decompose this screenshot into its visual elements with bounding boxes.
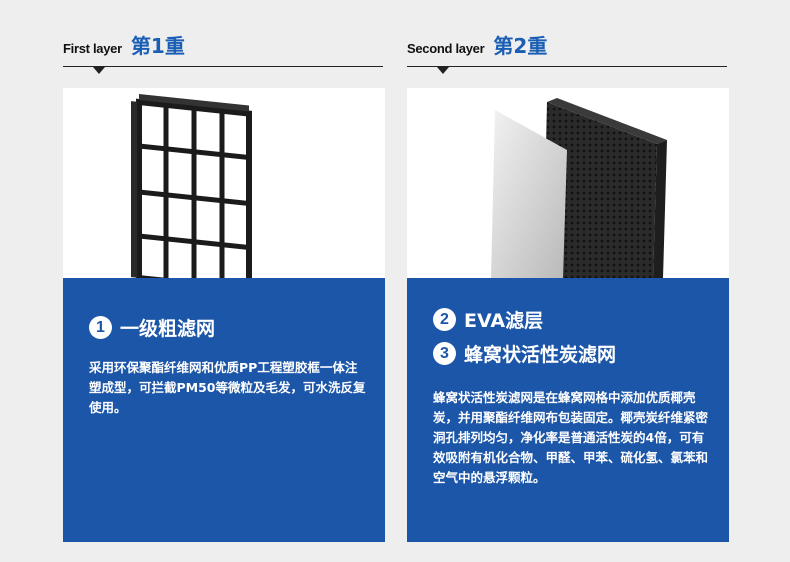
layer-2-label-en: Second layer xyxy=(407,41,485,56)
carbon-filter-icon xyxy=(491,98,667,278)
number-1-icon: 1 xyxy=(89,316,112,339)
layer-1-divider xyxy=(63,66,383,67)
layer-1-divider-arrow-icon xyxy=(93,67,105,74)
layer-2-label-cn: 第2重 xyxy=(493,34,548,58)
layer-2-heading-carbon: 3 蜂窝状活性炭滤网 xyxy=(433,340,616,367)
layer-2-heading-eva: 2 EVA滤层 xyxy=(433,306,543,333)
layer-1-heading: 1 一级粗滤网 xyxy=(89,314,215,341)
layer-2-header: Second layer 第2重 xyxy=(407,30,547,59)
layer-2-card: 2 EVA滤层 3 蜂窝状活性炭滤网 蜂窝状活性炭滤网是在蜂窝网格中添加优质椰壳… xyxy=(407,88,729,542)
layer-2-divider xyxy=(407,66,727,67)
layer-2-info-panel: 2 EVA滤层 3 蜂窝状活性炭滤网 蜂窝状活性炭滤网是在蜂窝网格中添加优质椰壳… xyxy=(407,278,729,542)
layer-2-title-eva: EVA滤层 xyxy=(464,310,544,332)
coarse-filter-grid-icon xyxy=(131,94,252,278)
layer-1-description: 采用环保聚酯纤维网和优质PP工程塑胶框一体注塑成型，可拦截PM50等微粒及毛发，… xyxy=(89,360,366,415)
layer-1-card: 1 一级粗滤网 采用环保聚酯纤维网和优质PP工程塑胶框一体注塑成型，可拦截PM5… xyxy=(63,88,385,542)
layer-1-title: 一级粗滤网 xyxy=(120,318,216,340)
layer-2-description: 蜂窝状活性炭滤网是在蜂窝网格中添加优质椰壳炭，并用聚酯纤维网布包装固定。椰壳炭纤… xyxy=(433,390,709,485)
layer-1-header: First layer 第1重 xyxy=(63,30,185,59)
layer-1-label-cn: 第1重 xyxy=(130,34,185,58)
number-2-icon: 2 xyxy=(433,308,456,331)
layer-2-divider-arrow-icon xyxy=(437,67,449,74)
coarse-filter-image xyxy=(63,88,385,278)
layer-1-label-en: First layer xyxy=(63,41,122,56)
eva-carbon-filter-image xyxy=(407,88,729,278)
layer-2-title-carbon: 蜂窝状活性炭滤网 xyxy=(464,344,617,366)
layer-1-info-panel: 1 一级粗滤网 采用环保聚酯纤维网和优质PP工程塑胶框一体注塑成型，可拦截PM5… xyxy=(63,278,385,542)
number-3-icon: 3 xyxy=(433,342,456,365)
